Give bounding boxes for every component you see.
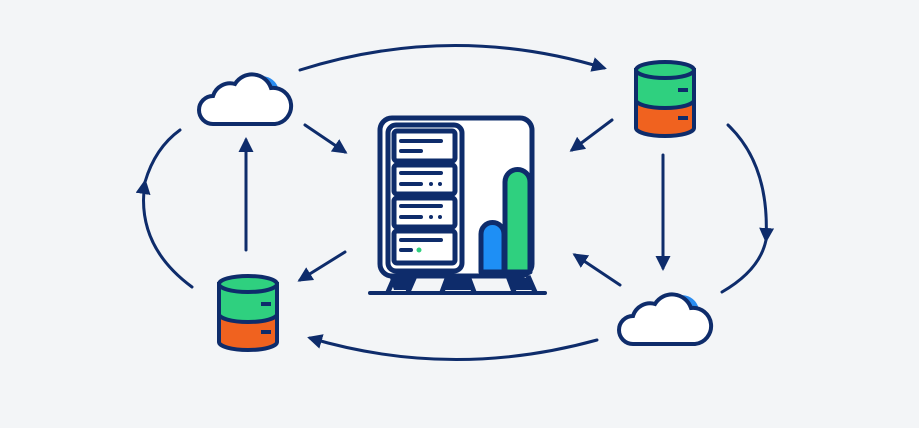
bar-chart-short-icon: [478, 220, 507, 275]
arrow-right-arc: [726, 123, 775, 243]
arrow-bottom-arc: [307, 334, 599, 361]
cloud-icon-bottom-right: [617, 292, 714, 346]
cloud-icon-top-left: [197, 72, 294, 126]
arrow-left-arc-tail: [143, 128, 182, 184]
database-icon-bottom-left: [217, 274, 279, 352]
database-icon-top-right: [634, 60, 696, 138]
arrow-top-arc: [298, 44, 607, 72]
arrow-cloud-to-server-lower: [572, 253, 622, 287]
arrow-database-to-server: [569, 118, 614, 152]
arrow-right-arc-tail: [720, 238, 768, 294]
arrow-cloud-to-server: [303, 123, 348, 154]
status-led-icon: [416, 247, 422, 253]
server-icon: [368, 115, 547, 295]
arrow-server-to-database: [297, 250, 347, 282]
arrow-left-arc: [135, 179, 194, 289]
bar-chart-tall-icon: [502, 167, 533, 275]
